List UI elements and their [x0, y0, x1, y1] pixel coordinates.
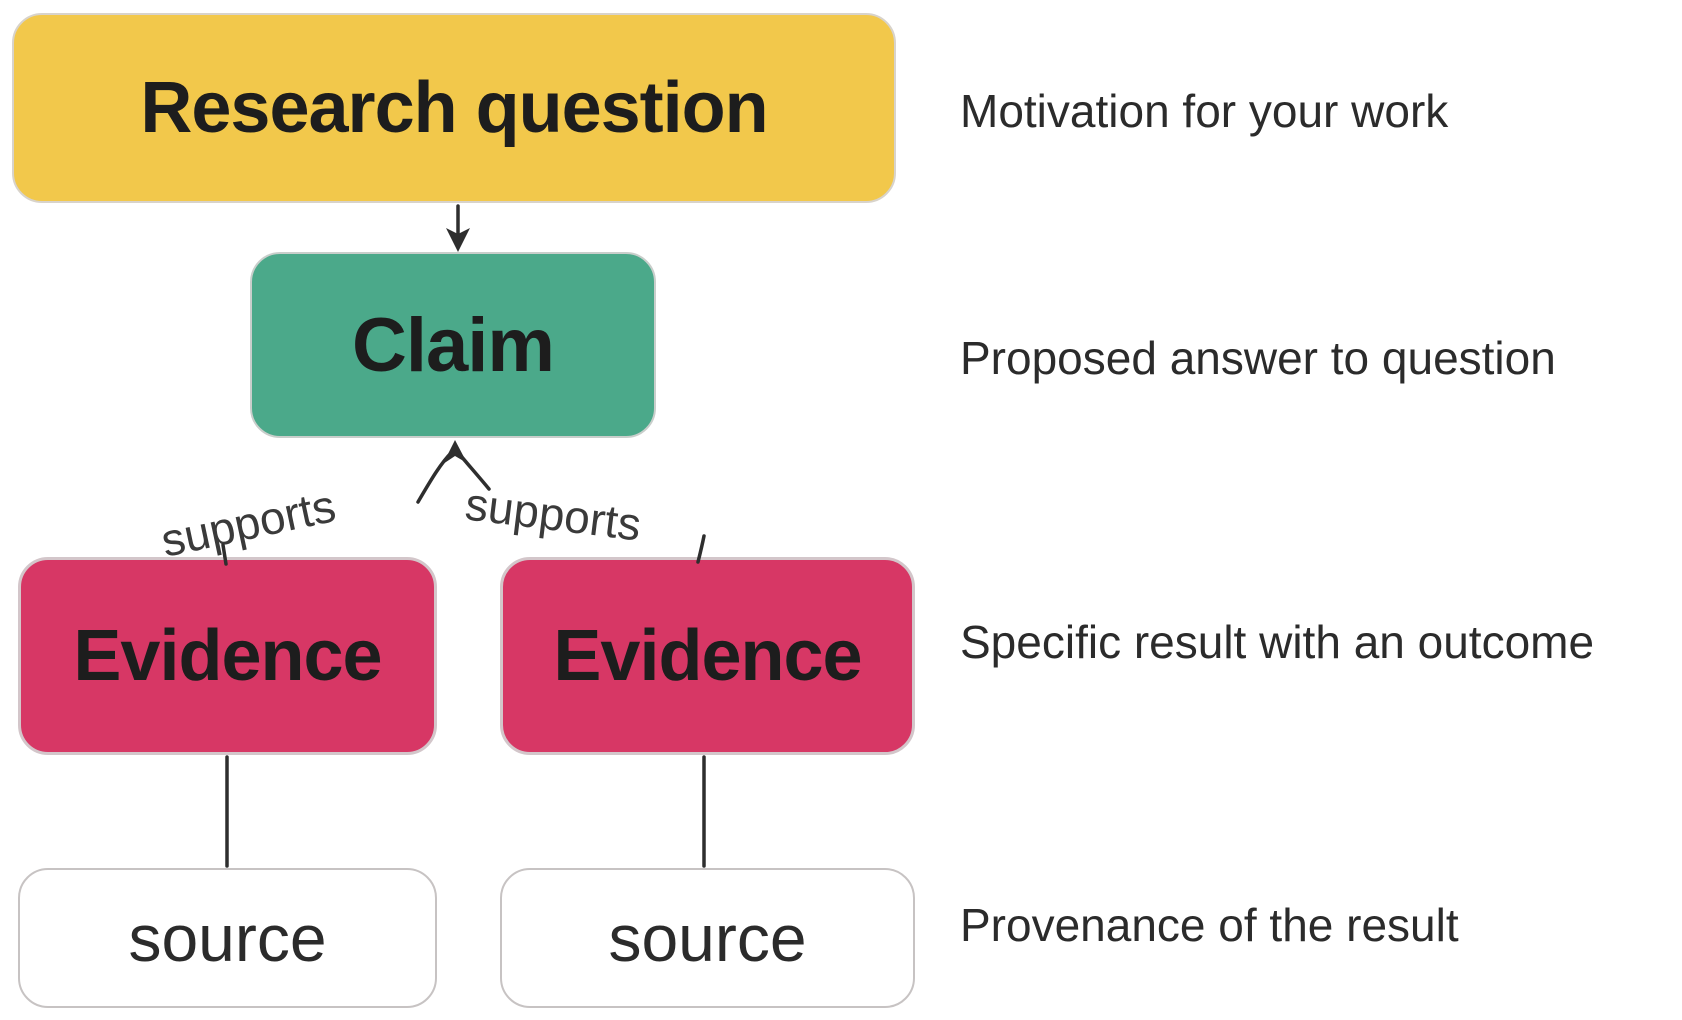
evidence-node-left: Evidence — [18, 557, 437, 755]
annotation-motivation: Motivation for your work — [960, 85, 1449, 137]
research-question-label: Research question — [140, 68, 768, 148]
research-question-node: Research question — [12, 13, 896, 203]
evidence-node-right: Evidence — [500, 557, 915, 755]
claim-label: Claim — [352, 302, 555, 388]
annotation-proposed-answer: Proposed answer to question — [960, 332, 1556, 384]
annotation-provenance: Provenance of the result — [960, 899, 1459, 951]
source-node-right: source — [500, 868, 915, 1008]
claim-node: Claim — [250, 252, 656, 438]
evidence-left-label: Evidence — [73, 616, 382, 696]
source-node-left: source — [18, 868, 437, 1008]
arrow-question-to-claim-icon — [446, 204, 470, 252]
source-left-label: source — [128, 901, 327, 975]
annotation-specific-result: Specific result with an outcome — [960, 616, 1595, 668]
evidence-right-label: Evidence — [553, 616, 862, 696]
supports-edge-label-right: supports — [462, 477, 644, 551]
supports-edge-label-left: supports — [156, 479, 340, 567]
source-right-label: source — [608, 901, 807, 975]
